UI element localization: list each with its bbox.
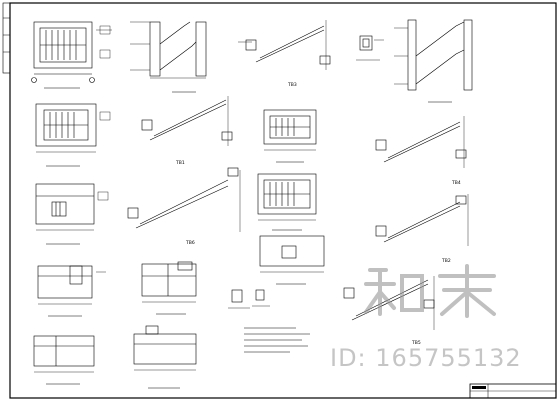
label-tb4: TB4	[451, 180, 461, 186]
stair-section-2	[394, 19, 473, 103]
stair-plan-1	[31, 21, 112, 89]
stair-section-1	[130, 21, 207, 93]
watermark-logo	[364, 264, 496, 318]
label-tb5: TB5	[411, 340, 421, 346]
stair-detail-tb6	[127, 167, 241, 232]
stair-detail-tb3	[238, 20, 331, 70]
structure-plan-2	[141, 261, 197, 315]
stair-plan-2	[35, 103, 111, 167]
stair-plan-6	[259, 235, 325, 285]
title-block	[469, 383, 557, 399]
sheet-border	[9, 2, 557, 399]
binding-strip	[2, 2, 11, 74]
stair-plan-5	[257, 173, 317, 231]
general-notes	[244, 327, 310, 353]
label-tb6: TB6	[185, 240, 195, 246]
stair-detail-tb4	[375, 116, 467, 168]
stair-detail-tb1	[141, 96, 233, 146]
structure-plan-1	[37, 265, 106, 317]
structure-plan-3	[33, 335, 95, 385]
stair-plan-4	[35, 183, 109, 245]
label-tb3: TB3	[287, 82, 297, 88]
structure-plan-4	[133, 325, 197, 389]
stair-detail-small	[356, 35, 384, 61]
watermark-id: ID: 165755132	[330, 344, 522, 372]
label-tb1: TB1	[175, 160, 185, 166]
label-tb2: TB2	[441, 258, 451, 264]
stair-plan-3	[263, 109, 317, 163]
beam-details	[228, 289, 270, 309]
stair-detail-tb2	[375, 194, 469, 246]
